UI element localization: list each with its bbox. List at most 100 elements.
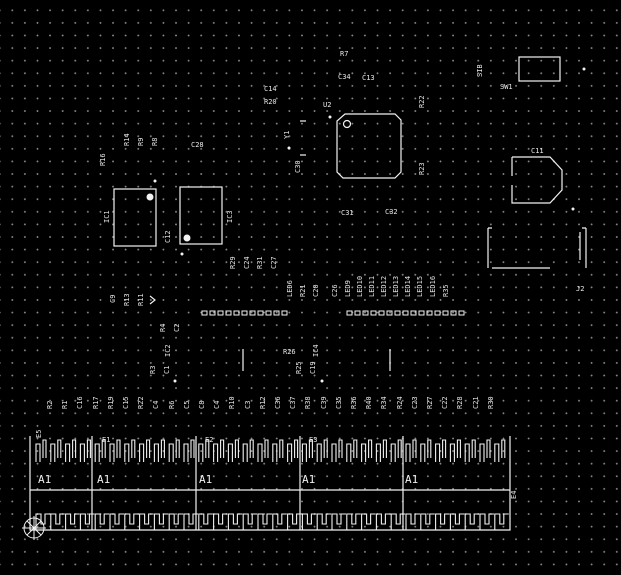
row-label: R34 <box>380 396 389 409</box>
label-ic4: IC4 <box>312 344 320 357</box>
row-label: C4 <box>152 400 161 409</box>
u2-pin1 <box>342 119 352 129</box>
row-label: C22 <box>441 396 450 409</box>
label-r29: R29 <box>229 256 237 269</box>
label-r26: R26 <box>283 348 296 356</box>
label-y1: Y1 <box>283 130 291 139</box>
u2-outline <box>336 113 402 179</box>
row-label: C21 <box>471 396 480 409</box>
row-label: R38 <box>304 396 313 409</box>
label-r20: R20 <box>264 98 277 106</box>
label-u2: U2 <box>323 101 332 109</box>
label-r3: R3 <box>149 365 157 374</box>
label-top: LED13 <box>392 275 400 297</box>
row-label: C23 <box>410 396 419 409</box>
row-label: C39 <box>319 396 328 409</box>
row-label: R12 <box>258 396 267 409</box>
label-r14: R14 <box>123 133 131 146</box>
label-r8: R8 <box>151 137 159 146</box>
ic3-outline <box>179 186 223 245</box>
label-c31: C31 <box>341 209 354 217</box>
label-r31: R31 <box>256 256 264 269</box>
label-c12: C12 <box>164 230 172 243</box>
label-r11: R11 <box>137 293 145 306</box>
connector-label: A1 <box>405 473 419 486</box>
label-r7: R7 <box>340 50 349 58</box>
label-r9: R9 <box>137 137 145 146</box>
label-c9: C9 <box>109 294 117 303</box>
row-label: C15 <box>122 396 130 409</box>
label-e2: E2 <box>205 436 214 444</box>
label-c28: C28 <box>191 141 204 149</box>
row-label: R19 <box>106 396 115 409</box>
connector-label: A1 <box>38 473 52 486</box>
label-top: LED14 <box>404 275 412 297</box>
label-c34: C34 <box>338 73 351 81</box>
label-top: LED6 <box>286 280 294 297</box>
label-top: R35 <box>442 284 450 297</box>
connector-label: A1 <box>97 473 111 486</box>
label-r25: R25 <box>295 361 303 374</box>
label-e4: E4 <box>510 490 518 499</box>
label-top: LED16 <box>429 275 437 297</box>
row-label: R17 <box>91 396 100 409</box>
label-c24: C24 <box>243 256 251 269</box>
label-c14: C14 <box>264 85 277 93</box>
row-label: R30 <box>486 396 495 409</box>
label-r23: R23 <box>418 162 426 175</box>
label-c2: C2 <box>173 323 181 332</box>
j2-outline <box>487 227 587 269</box>
label-top: LED9 <box>344 280 352 297</box>
row-label: C16 <box>76 396 85 409</box>
label-c27: C27 <box>270 256 278 269</box>
row-label: C4 <box>213 400 222 409</box>
label-top: LED12 <box>380 275 388 297</box>
label-top: C20 <box>312 284 320 297</box>
label-c19: C19 <box>309 361 317 374</box>
label-r22: R22 <box>418 95 426 108</box>
row-label: C8 <box>198 400 206 409</box>
label-top: LED11 <box>368 275 376 297</box>
row-label: R2 <box>46 400 54 409</box>
label-c11: C11 <box>531 147 544 155</box>
origin-crosshair-icon <box>22 516 46 540</box>
row-label: R27 <box>426 396 434 409</box>
label-j2: J2 <box>576 285 585 293</box>
label-c30: C30 <box>294 160 302 173</box>
row-label: R28 <box>456 396 465 409</box>
connector-frame <box>29 436 511 531</box>
sw1-outline <box>518 56 561 82</box>
label-r13: R13 <box>123 293 131 306</box>
label-ic2: IC2 <box>164 344 172 357</box>
ic1-outline <box>113 188 157 247</box>
label-e1: E1 <box>102 436 111 444</box>
row-label: C37 <box>289 396 298 409</box>
label-sib: SIB <box>476 64 484 77</box>
connector-label: A1 <box>199 473 213 486</box>
label-top: R21 <box>299 284 307 297</box>
row-label: R36 <box>350 396 358 409</box>
label-sw1: SW1 <box>500 83 513 91</box>
label-top: LED15 <box>416 275 424 297</box>
row-label: R40 <box>365 396 374 409</box>
label-ic1: IC1 <box>103 210 111 223</box>
label-r4: R4 <box>159 323 167 332</box>
label-top: LED10 <box>356 275 364 297</box>
label-r16: R16 <box>99 153 107 166</box>
label-ic3: IC3 <box>226 210 234 223</box>
row-label: C3 <box>243 400 252 409</box>
label-top: C26 <box>331 284 339 297</box>
label-c13: C13 <box>362 74 375 82</box>
row-label: R1 <box>61 400 70 409</box>
row-label: R22 <box>137 396 146 409</box>
row-label: R10 <box>228 396 237 409</box>
connector-label: A1 <box>302 473 316 486</box>
row-label: C35 <box>334 396 343 409</box>
c11-outline <box>511 156 563 204</box>
row-label: R24 <box>395 396 404 409</box>
row-label: R6 <box>167 400 176 409</box>
label-e3: E3 <box>309 436 318 444</box>
row-label: C36 <box>274 396 282 409</box>
